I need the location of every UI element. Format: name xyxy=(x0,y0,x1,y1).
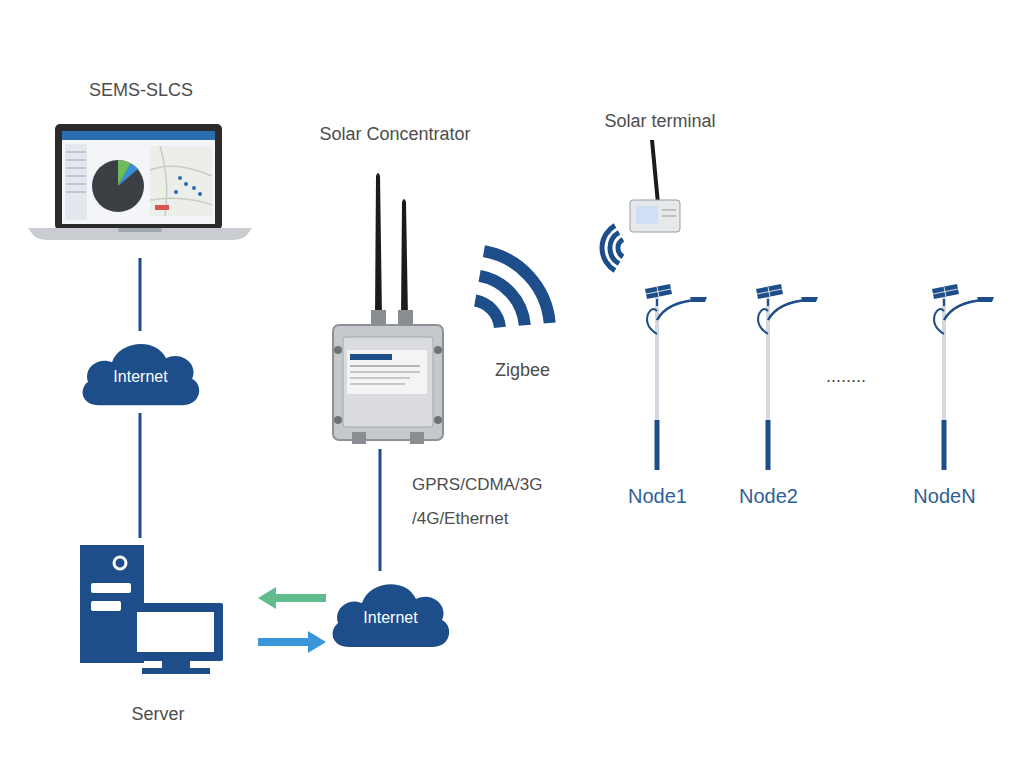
streetlight-node: NodeN xyxy=(902,280,987,508)
laptop-icon-part xyxy=(92,160,144,212)
node-label: Server xyxy=(131,704,184,725)
laptop-icon-part xyxy=(150,146,212,216)
server-icon-part xyxy=(137,612,214,652)
laptop-icon-part xyxy=(66,176,86,177)
laptop-icon-part xyxy=(184,182,188,186)
concentrator-device-part xyxy=(371,310,386,326)
laptop-node: SEMS-SLCS xyxy=(28,80,254,256)
streetlight-node: Node2 xyxy=(726,280,811,508)
node-label: Solar terminal xyxy=(604,111,715,132)
concentrator-device-part xyxy=(350,354,392,360)
laptop-icon-part xyxy=(66,184,86,185)
link-line xyxy=(139,413,142,538)
link-label: GPRS/CDMA/3G /4G/Ethernet xyxy=(412,468,562,536)
server-node: Server xyxy=(60,540,256,725)
laptop-icon-part xyxy=(66,160,86,161)
concentrator-device-part xyxy=(350,372,420,373)
laptop-icon-part xyxy=(66,192,86,193)
concentrator-device-part xyxy=(334,416,342,424)
server-icon-part xyxy=(91,583,131,593)
laptop-icon-part xyxy=(55,124,222,230)
server-icon-part xyxy=(142,668,210,674)
concentrator-device-part xyxy=(434,416,442,424)
terminal-device xyxy=(630,140,680,232)
laptop-icon-part xyxy=(65,144,87,220)
cloud-label: Internet xyxy=(113,358,167,386)
concentrator-device-part xyxy=(343,337,433,427)
street-lights-part xyxy=(756,284,818,470)
server-icon-part xyxy=(91,601,121,611)
concentrator-device-part xyxy=(410,432,424,444)
concentrator-device-part xyxy=(347,350,427,394)
terminal-waves-part xyxy=(610,232,619,263)
cloud-fill xyxy=(333,584,450,647)
server-icon-part xyxy=(114,557,126,569)
terminal-device-part xyxy=(662,216,676,217)
concentrator-node: Solar Concentrator xyxy=(300,124,490,447)
laptop-icon-part xyxy=(118,228,162,232)
terminal-device-part xyxy=(650,140,660,204)
laptop-icon-part xyxy=(118,164,138,187)
concentrator-device-part xyxy=(333,325,443,440)
link-line xyxy=(139,258,142,331)
node-label: NodeN xyxy=(913,485,975,508)
street-lights xyxy=(645,284,994,470)
server-icon-part xyxy=(162,661,190,669)
cloud-fill xyxy=(83,344,200,405)
terminal-waves xyxy=(602,226,623,271)
node-label: Node1 xyxy=(628,485,687,508)
terminal-waves-part xyxy=(602,226,615,271)
concentrator-device-part xyxy=(434,346,442,354)
zigbee-waves-part xyxy=(480,276,525,325)
laptop-icon xyxy=(28,124,252,240)
concentrator-device-part xyxy=(375,173,382,318)
concentrator-device-part xyxy=(350,366,420,367)
concentrator-device-part xyxy=(352,432,366,444)
terminal-device-part xyxy=(630,200,680,232)
street-lights-part xyxy=(645,284,707,470)
laptop-icon-part xyxy=(28,228,252,240)
laptop-icon-part xyxy=(174,190,178,194)
terminal-device-part xyxy=(636,206,658,224)
terminal-node: Solar terminal xyxy=(585,111,735,240)
ellipsis-label: ........ xyxy=(826,366,866,387)
laptop-icon-part xyxy=(62,131,215,140)
node-label: SEMS-SLCS xyxy=(89,80,193,101)
laptop-icon-part xyxy=(66,168,86,169)
concentrator-device-part xyxy=(401,199,408,318)
concentrator-device-part xyxy=(334,346,342,354)
cloud-node: Internet xyxy=(78,333,203,411)
terminal-waves-part xyxy=(618,239,623,256)
laptop-icon-part xyxy=(150,146,212,216)
laptop-icon-part xyxy=(155,205,169,210)
node-label: Solar Concentrator xyxy=(319,124,470,145)
cloud-label: Internet xyxy=(363,599,417,627)
data-arrow xyxy=(258,638,308,646)
zigbee-waves-part xyxy=(484,251,550,323)
streetlight-node: Node1 xyxy=(615,280,700,508)
laptop-icon-part xyxy=(192,186,196,190)
protocol-label: Zigbee xyxy=(495,360,550,381)
link-line xyxy=(379,449,382,571)
concentrator-device-part xyxy=(398,310,413,326)
laptop-icon-part xyxy=(198,192,202,196)
laptop-icon-part xyxy=(66,152,86,153)
concentrator-device-part xyxy=(350,378,410,379)
concentrator-device xyxy=(333,173,443,444)
zigbee-waves xyxy=(475,251,550,327)
concentrator-device-part xyxy=(350,384,405,385)
laptop-icon-part xyxy=(62,131,215,224)
terminal-device-part xyxy=(662,210,676,211)
data-arrow xyxy=(276,594,326,602)
laptop-icon-part xyxy=(178,176,182,180)
server-icon xyxy=(80,545,223,674)
street-lights-part xyxy=(932,284,994,470)
node-label: Node2 xyxy=(739,485,798,508)
server-icon-part xyxy=(128,603,223,661)
cloud-node: Internet xyxy=(328,573,453,653)
zigbee-waves-part xyxy=(475,301,500,328)
